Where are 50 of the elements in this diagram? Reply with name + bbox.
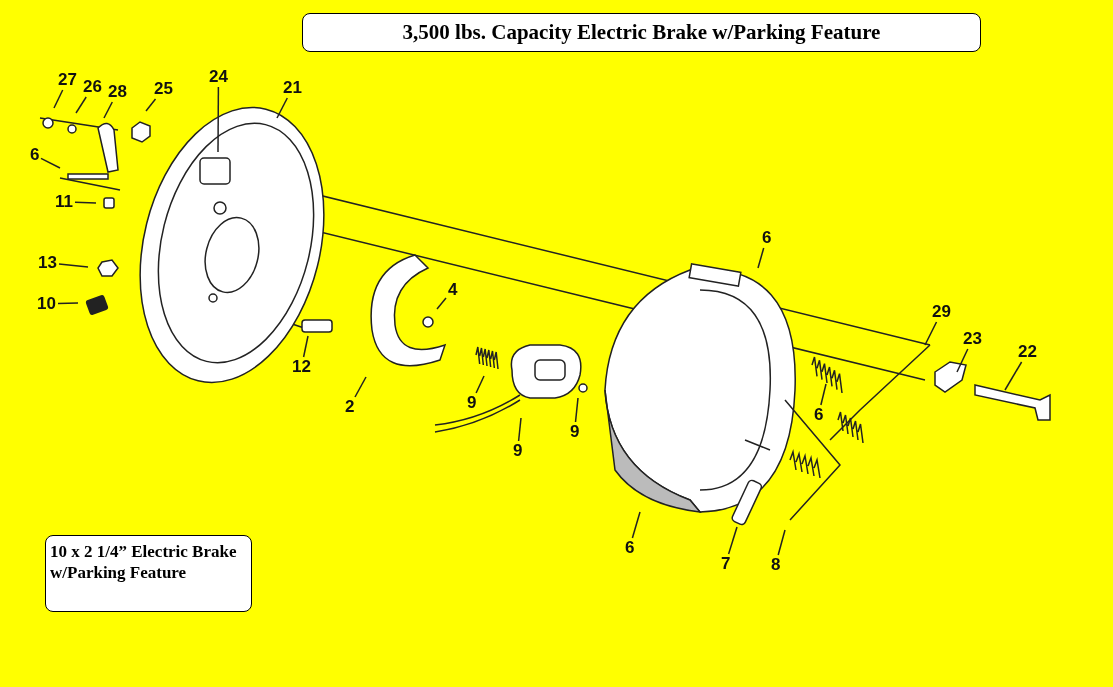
- callout-number: 10: [37, 295, 56, 313]
- leader-line: [436, 297, 447, 310]
- caption-box: 10 x 2 1/4” Electric Brake w/Parking Feature: [45, 535, 252, 612]
- callout-number: 6: [762, 229, 772, 247]
- leader-line: [1004, 361, 1023, 391]
- callout-number: 11: [55, 193, 73, 211]
- leader-line: [58, 263, 89, 268]
- callout-number: 9: [513, 442, 523, 460]
- callout-number: 7: [721, 555, 731, 573]
- leader-line: [631, 511, 641, 539]
- callout-number: 6: [30, 146, 40, 164]
- leader-line: [57, 302, 79, 305]
- callout-number: 23: [963, 330, 982, 348]
- leader-line: [302, 335, 309, 358]
- leader-line: [40, 157, 61, 169]
- callout-number: 4: [448, 281, 458, 299]
- leader-line: [103, 101, 114, 119]
- callout-number: 29: [932, 303, 951, 321]
- title-box: 3,500 lbs. Capacity Electric Brake w/Parking Feature: [302, 13, 981, 52]
- callout-number: 13: [38, 254, 57, 272]
- leader-line: [924, 321, 938, 346]
- callout-number: 6: [814, 406, 824, 424]
- callout-number: 24: [209, 68, 228, 86]
- leader-line: [145, 98, 157, 112]
- callout-number: 12: [292, 358, 311, 376]
- leader-line: [820, 383, 827, 406]
- callout-number: 25: [154, 80, 173, 98]
- leader-line: [53, 89, 64, 109]
- leader-line: [75, 96, 87, 114]
- callout-number: 9: [570, 423, 580, 441]
- callout-number: 27: [58, 71, 77, 89]
- leader-line: [757, 247, 765, 269]
- callout-number: 9: [467, 394, 477, 412]
- leader-line: [475, 375, 485, 394]
- leader-line: [517, 417, 522, 442]
- callout-number: 26: [83, 78, 102, 96]
- leader-line: [574, 397, 579, 423]
- leader-line: [276, 97, 289, 119]
- callout-number: 2: [345, 398, 355, 416]
- leader-line: [777, 529, 786, 556]
- leader-line: [956, 348, 969, 373]
- callout-number: 21: [283, 79, 302, 97]
- callout-number: 8: [771, 556, 781, 574]
- callout-number: 6: [625, 539, 635, 557]
- leader-line: [74, 201, 97, 204]
- callout-number: 22: [1018, 343, 1037, 361]
- leader-line: [217, 86, 220, 153]
- leader-line: [727, 526, 738, 555]
- leader-line: [354, 376, 367, 398]
- callout-number: 28: [108, 83, 127, 101]
